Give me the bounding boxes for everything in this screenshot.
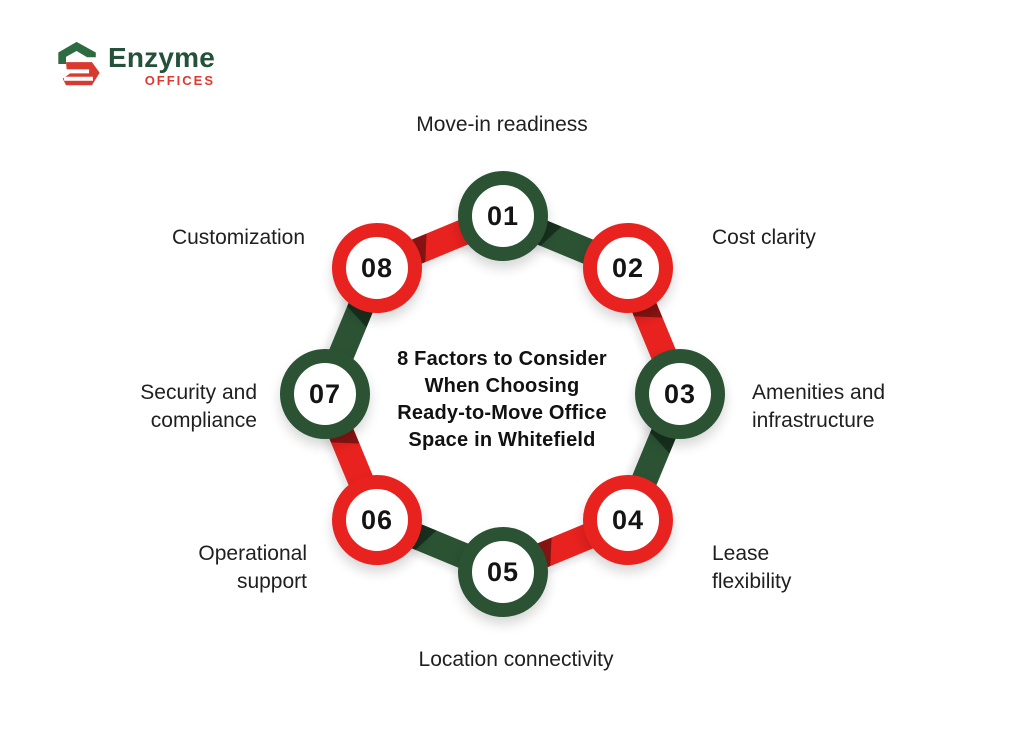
node-05-number: 05 xyxy=(486,556,520,587)
brand-subtitle: OFFICES xyxy=(144,73,216,88)
label-operational-support: Operational support xyxy=(198,542,307,593)
node-08-number: 08 xyxy=(360,252,394,283)
label-cost-clarity: Cost clarity xyxy=(712,226,816,249)
node-03: 03 xyxy=(635,349,725,439)
node-08: 08 xyxy=(332,223,422,313)
label-amenities-and-infrastructure: Amenities and infrastructure xyxy=(752,381,886,432)
label-move-in-readiness: Move-in readiness xyxy=(416,113,588,136)
node-03-number: 03 xyxy=(663,378,697,409)
logo-text: Enzyme OFFICES xyxy=(108,42,216,89)
node-02: 02 xyxy=(583,223,673,313)
label-security-and-compliance: Security and compliance xyxy=(140,381,257,432)
label-customization: Customization xyxy=(171,226,305,249)
node-01: 01 xyxy=(458,171,548,261)
node-07-number: 07 xyxy=(308,378,342,409)
node-06: 06 xyxy=(332,475,422,565)
label-lease-flexibility: Lease flexibility xyxy=(712,542,792,593)
node-05: 05 xyxy=(458,527,548,617)
node-01-number: 01 xyxy=(486,200,520,231)
node-06-number: 06 xyxy=(360,504,394,535)
brand-name: Enzyme xyxy=(108,42,216,73)
node-04-number: 04 xyxy=(611,504,645,535)
logo: Enzyme OFFICES xyxy=(55,40,215,90)
node-02-number: 02 xyxy=(611,252,645,283)
label-location-connectivity: Location connectivity xyxy=(418,648,614,671)
node-04: 04 xyxy=(583,475,673,565)
enzyme-logo-icon xyxy=(58,41,100,86)
diagram-title: 8 Factors to Consider When Choosing Read… xyxy=(397,348,607,451)
